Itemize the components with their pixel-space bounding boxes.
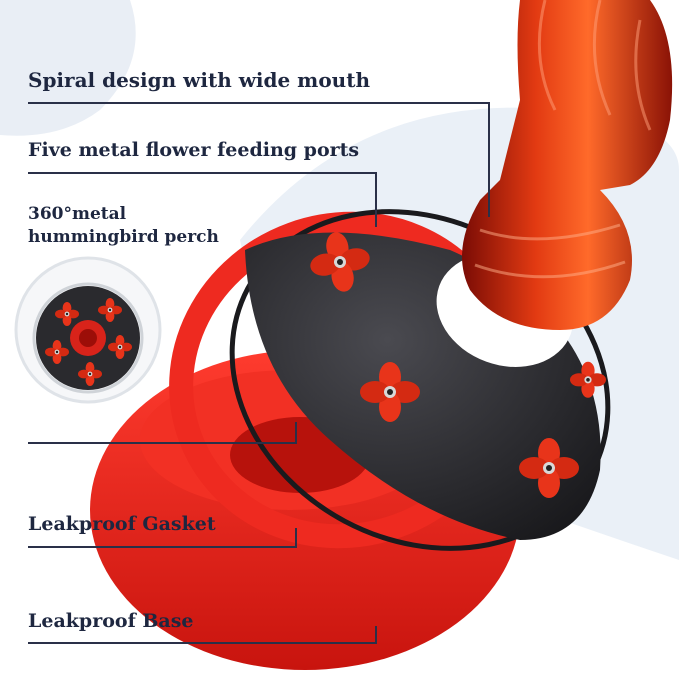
leader-line-base-rise [375,626,377,644]
leader-line-perch-rise [295,422,297,444]
leader-line-gasket-rise [295,528,297,548]
label-perch-line1: 360°metal [28,204,127,224]
leader-line-spiral [28,102,489,104]
label-perch-line2: hummingbird perch [28,227,219,247]
label-feeding-ports: Five metal flower feeding ports [28,139,360,161]
leader-line-gasket [28,546,296,548]
leader-line-ports-drop [375,172,377,227]
leader-line-spiral-drop [488,102,490,217]
label-base: Leakproof Base [28,610,194,632]
spiral-bottle [462,0,673,330]
leader-line-base [28,642,376,644]
leader-line-perch [28,442,296,444]
background-blob [0,0,136,136]
label-perch: 360°metal hummingbird perch [28,203,219,249]
leader-line-ports [28,172,376,174]
label-gasket: Leakproof Gasket [28,513,216,535]
label-spiral-design: Spiral design with wide mouth [28,68,371,92]
